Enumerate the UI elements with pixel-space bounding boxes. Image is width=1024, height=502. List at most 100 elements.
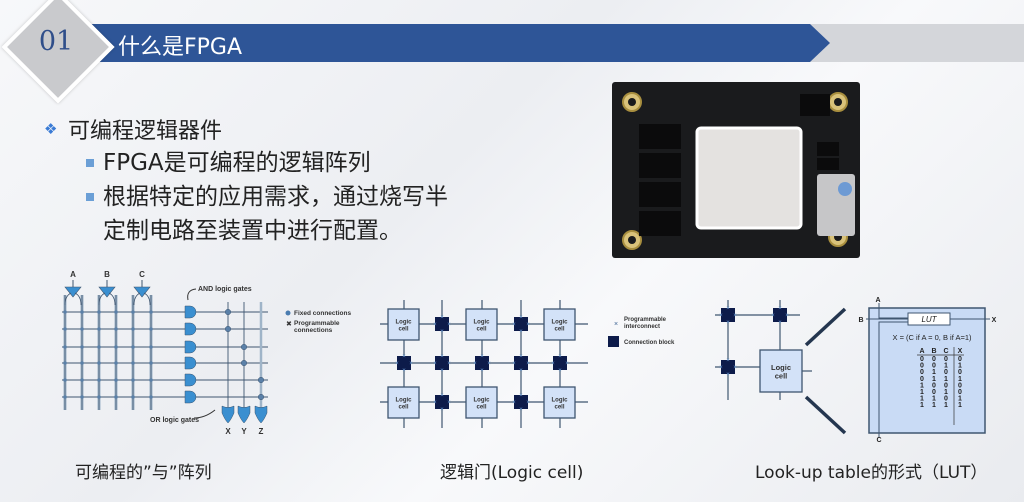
- input-label-a: A: [70, 270, 76, 279]
- programmable-connection: [114, 310, 118, 314]
- inverter-icon: [98, 286, 116, 298]
- table-cell: 1: [932, 396, 936, 403]
- programmable-interconnect-icon: ×: [726, 320, 730, 326]
- logic-cell-label: cell: [554, 405, 564, 411]
- programmable-interconnect-icon: ×: [551, 361, 555, 367]
- table-cell: 0: [944, 356, 948, 363]
- interconnect-legend-icon: ×: [614, 321, 618, 328]
- programmable-interconnect-icon: ×: [512, 361, 516, 367]
- logic-cell-label: Logic: [771, 363, 791, 372]
- square-bullet-icon: [86, 193, 94, 201]
- fixed-connection-legend-icon: [285, 310, 291, 316]
- programmable-interconnect-icon: ×: [726, 306, 730, 312]
- logic-cell-label: Logic: [552, 320, 569, 326]
- programmable-interconnect-icon: ×: [433, 400, 437, 406]
- connection-block: [773, 308, 787, 322]
- logic-cell: [543, 308, 576, 341]
- table-cell: 1: [944, 389, 948, 396]
- or-gates-label: OR logic gates: [150, 417, 199, 424]
- logic-cell-label: Logic: [396, 320, 413, 326]
- inverter-icon: [133, 286, 151, 298]
- caption-logic-cell: 逻辑门(Logic cell): [440, 463, 584, 483]
- programmable-connection: [131, 361, 135, 365]
- fixed-connection: [224, 325, 232, 333]
- connection-block: [721, 360, 735, 374]
- lut-label: LUT: [921, 315, 937, 324]
- programmable-interconnect-icon: ×: [558, 354, 562, 360]
- programmable-interconnect-icon: ×: [785, 313, 789, 319]
- and-gate-icon: [184, 340, 197, 354]
- pin-c: C: [876, 437, 881, 444]
- programmable-interconnect-icon: ×: [719, 365, 723, 371]
- logic-cell: [387, 308, 420, 341]
- fixed-connection: [257, 393, 265, 401]
- and-array-diagram: A B C AND logic gates OR logic gates X Y…: [62, 270, 351, 436]
- programmable-interconnect-icon: ×: [558, 368, 562, 374]
- programmable-interconnect-icon: ×: [487, 361, 491, 367]
- fixed-connection: [240, 359, 248, 367]
- pin-b: B: [858, 317, 863, 324]
- programmable-interconnect-icon: ×: [512, 322, 516, 328]
- programmable-connection: [63, 378, 67, 382]
- programmable-connection: [131, 395, 135, 399]
- programmable-connection: [149, 327, 153, 331]
- table-cell: 1: [958, 402, 962, 409]
- table-cell: 1: [920, 402, 924, 409]
- programmable-connection: [63, 327, 67, 331]
- programmable-connection: [97, 345, 101, 349]
- section-number: 01: [38, 26, 74, 57]
- and-gate-icon: [184, 322, 197, 336]
- logic-cell: [465, 308, 498, 341]
- programmable-connection: [80, 345, 84, 349]
- fixed-connection: [224, 308, 232, 316]
- connection-block-legend-icon: [608, 336, 619, 347]
- programmable-interconnect-icon: ×: [440, 354, 444, 360]
- logic-cell-label: Logic: [474, 320, 491, 326]
- fixed-connection: [257, 376, 265, 384]
- connection-block: [435, 356, 449, 370]
- logic-cell-label: Logic: [552, 398, 569, 404]
- table-cell: 0: [920, 369, 924, 376]
- table-cell: 0: [944, 382, 948, 389]
- programmable-interconnect-icon: ×: [433, 322, 437, 328]
- logic-cell-label: cell: [398, 327, 408, 333]
- programmable-connection: [149, 361, 153, 365]
- programmable-interconnect-icon: ×: [733, 313, 737, 319]
- lut-formula: X = (C if A = 0, B if A=1): [893, 333, 973, 342]
- legend-programmable: Programmable: [294, 320, 340, 327]
- input-label-b: B: [104, 270, 110, 279]
- lut-box: [907, 312, 951, 326]
- programmable-interconnect-icon: ×: [440, 407, 444, 413]
- and-gate-icon: [184, 305, 197, 319]
- lut-expanded-box: [868, 307, 986, 434]
- programmable-interconnect-icon: ×: [440, 315, 444, 321]
- programmable-interconnect-icon: ×: [519, 407, 523, 413]
- square-bullet-icon: [86, 159, 94, 167]
- programmable-interconnect-icon: ×: [778, 306, 782, 312]
- table-header-cell: A: [919, 348, 924, 355]
- and-gate-icon: [184, 373, 197, 387]
- programmable-connection: [131, 327, 135, 331]
- programmable-connection: [114, 345, 118, 349]
- programmable-interconnect-icon: ×: [480, 368, 484, 374]
- programmable-connection: [80, 361, 84, 365]
- programmable-connection: [131, 345, 135, 349]
- programmable-connection: [149, 378, 153, 382]
- programmable-interconnect-icon: ×: [519, 354, 523, 360]
- table-cell: 0: [958, 389, 962, 396]
- programmable-interconnect-icon: ×: [726, 358, 730, 364]
- table-cell: 1: [944, 402, 948, 409]
- pin-x: X: [992, 317, 997, 324]
- table-cell: 1: [932, 402, 936, 409]
- programmable-connection: [97, 378, 101, 382]
- programmable-interconnect-icon: ×: [440, 368, 444, 374]
- connection-block: [721, 308, 735, 322]
- programmable-interconnect-icon: ×: [719, 313, 723, 319]
- table-cell: 1: [920, 396, 924, 403]
- programmable-interconnect-icon: ×: [526, 322, 530, 328]
- logic-cell: [543, 386, 576, 419]
- diamond-bullet-icon: ❖: [44, 120, 58, 138]
- programmable-connection: [114, 378, 118, 382]
- programmable-connection: [63, 310, 67, 314]
